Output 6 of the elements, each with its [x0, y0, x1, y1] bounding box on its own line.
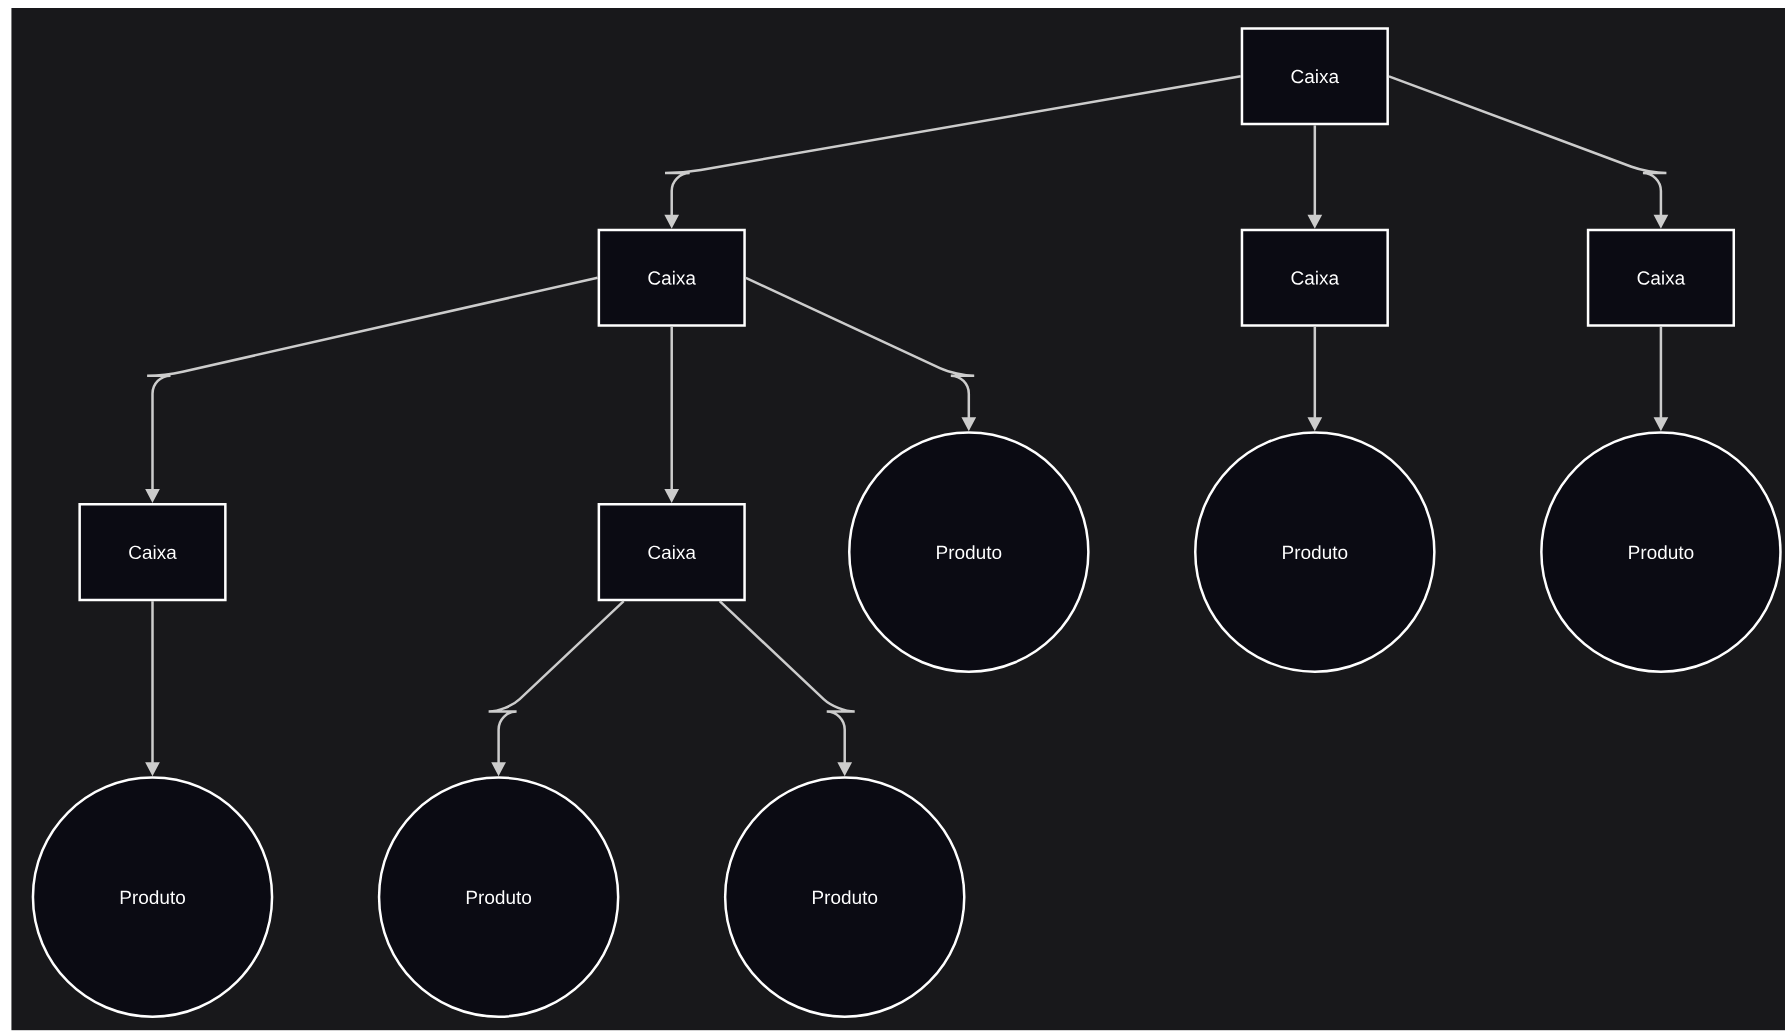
process-box: Caixa: [78, 503, 227, 602]
process-box: Caixa: [1240, 228, 1389, 327]
process-box: Caixa: [1586, 228, 1735, 327]
process-box: Caixa: [597, 503, 746, 602]
process-box: Caixa: [597, 228, 746, 327]
process-box: Caixa: [1240, 27, 1389, 126]
